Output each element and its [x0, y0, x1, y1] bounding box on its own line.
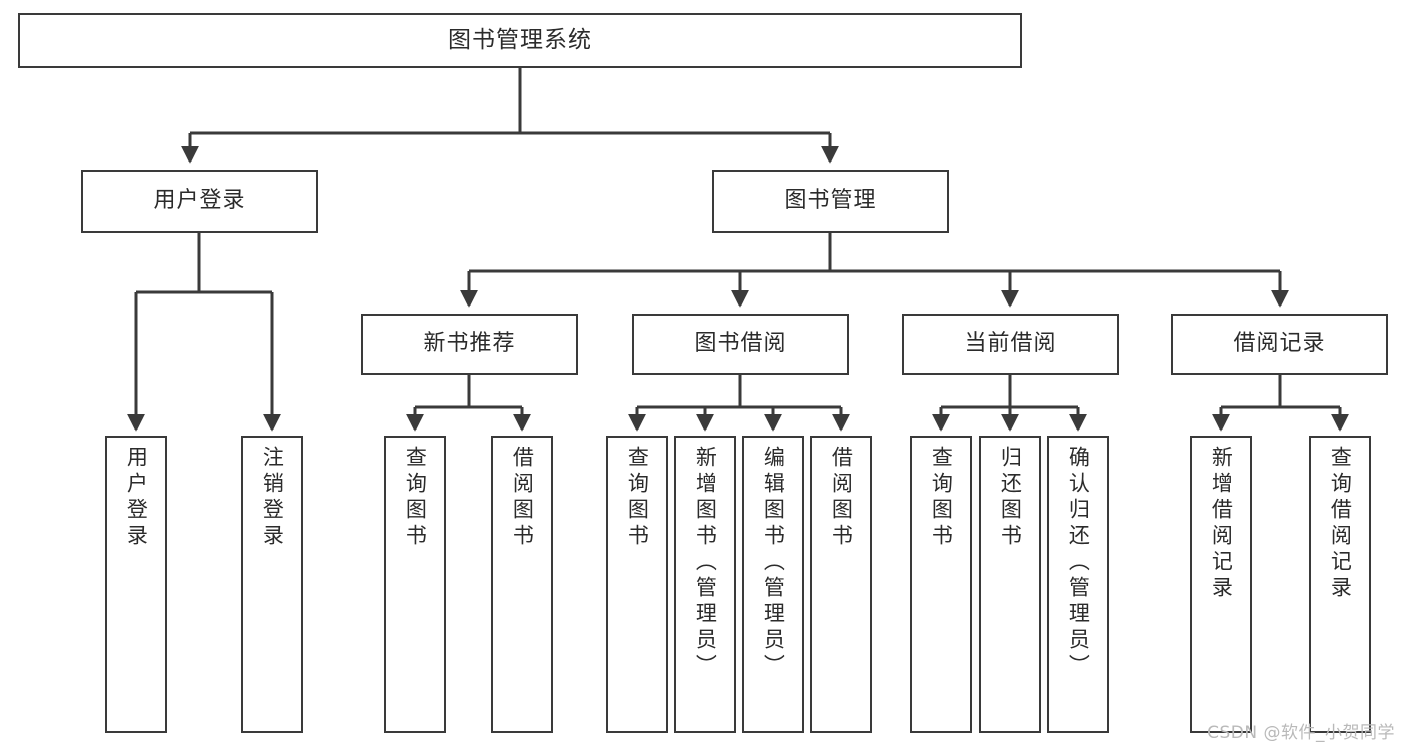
node-leaf-query-book-3[interactable]: 查询图书: [910, 436, 972, 733]
node-leaf-add-book[interactable]: 新增图书（管理员）: [674, 436, 736, 733]
node-leaf-borrow-book-1[interactable]: 借阅图书: [491, 436, 553, 733]
node-book-management[interactable]: 图书管理: [712, 170, 949, 233]
node-leaf-borrow-book-2[interactable]: 借阅图书: [810, 436, 872, 733]
csdn-watermark: CSDN @软件_小贺同学: [1207, 723, 1395, 743]
node-label: 新增图书（管理员）: [693, 446, 718, 680]
node-leaf-confirm-return[interactable]: 确认归还（管理员）: [1047, 436, 1109, 733]
node-leaf-query-record[interactable]: 查询借阅记录: [1309, 436, 1371, 733]
node-current-borrow[interactable]: 当前借阅: [902, 314, 1119, 375]
node-label: 用户登录: [153, 188, 246, 214]
node-label: 新增借阅记录: [1209, 446, 1234, 602]
node-label: 当前借阅: [964, 331, 1057, 357]
node-label: 图书借阅: [694, 331, 787, 357]
node-label: 借阅记录: [1233, 331, 1326, 357]
node-leaf-edit-book[interactable]: 编辑图书（管理员）: [742, 436, 804, 733]
node-label: 查询图书: [625, 446, 650, 550]
node-leaf-user-login[interactable]: 用户登录: [105, 436, 167, 733]
node-label: 新书推荐: [423, 331, 516, 357]
node-label: 注销登录: [260, 446, 285, 550]
node-leaf-query-book-1[interactable]: 查询图书: [384, 436, 446, 733]
node-label: 编辑图书（管理员）: [761, 446, 786, 680]
node-label: 查询图书: [929, 446, 954, 550]
node-leaf-add-record[interactable]: 新增借阅记录: [1190, 436, 1252, 733]
node-label: 查询借阅记录: [1328, 446, 1353, 602]
node-label: 查询图书: [403, 446, 428, 550]
node-leaf-return-book[interactable]: 归还图书: [979, 436, 1041, 733]
node-label: 借阅图书: [510, 446, 535, 550]
node-leaf-query-book-2[interactable]: 查询图书: [606, 436, 668, 733]
node-label: 借阅图书: [829, 446, 854, 550]
node-new-book-recommend[interactable]: 新书推荐: [361, 314, 578, 375]
node-borrow-record[interactable]: 借阅记录: [1171, 314, 1388, 375]
node-book-borrow[interactable]: 图书借阅: [632, 314, 849, 375]
node-label: 图书管理: [784, 188, 877, 214]
node-label: 确认归还（管理员）: [1066, 446, 1091, 680]
node-root-book-management-system[interactable]: 图书管理系统: [18, 13, 1022, 68]
node-label: 图书管理系统: [448, 26, 592, 53]
node-label: 用户登录: [124, 446, 149, 550]
node-label: 归还图书: [998, 446, 1023, 550]
node-leaf-logout-login[interactable]: 注销登录: [241, 436, 303, 733]
node-user-login[interactable]: 用户登录: [81, 170, 318, 233]
